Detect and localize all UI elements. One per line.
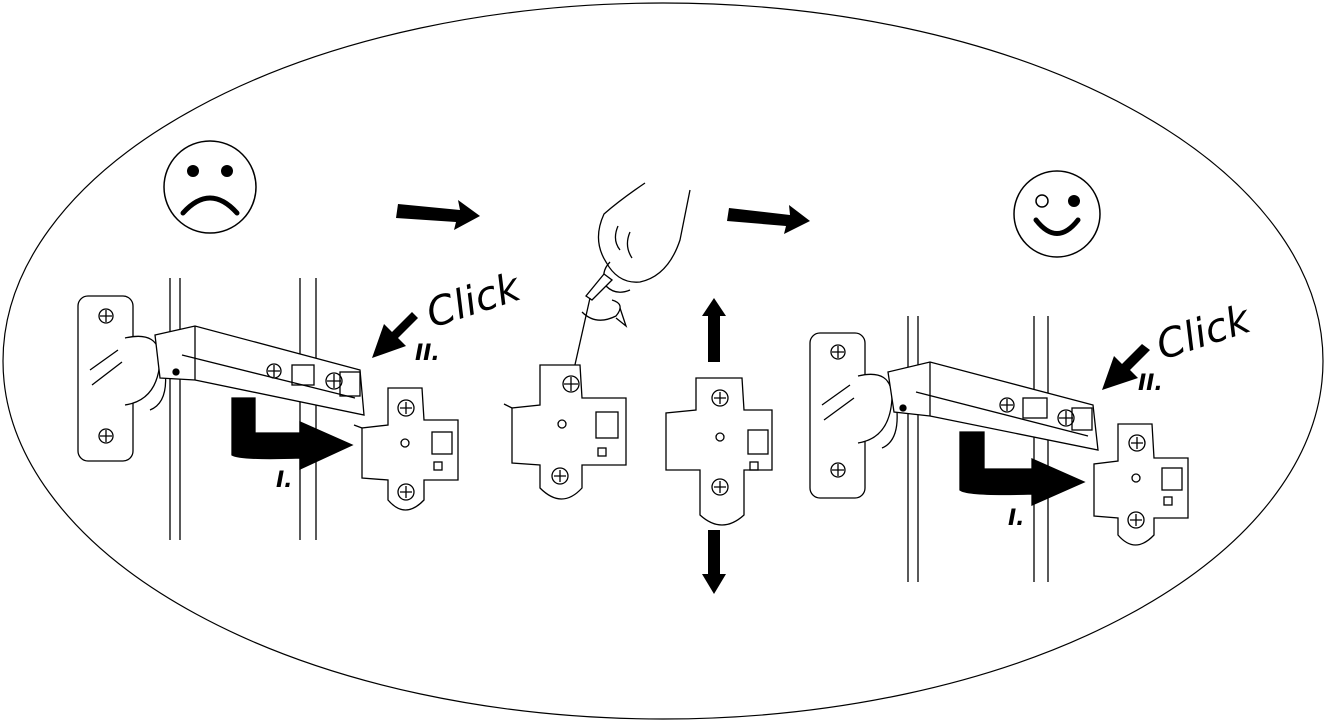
left-press-arrow-icon <box>372 312 418 358</box>
right-hinge-assembly <box>809 316 1189 582</box>
step-two-label-right: II. <box>1138 371 1163 396</box>
flow-arrow-1-icon <box>396 200 480 230</box>
middle-mounting-plate <box>503 364 627 500</box>
adjust-mounting-plate <box>665 377 773 526</box>
screwdriver-hand-icon <box>571 182 691 379</box>
up-arrow-icon <box>702 298 726 362</box>
click-label-left: Click <box>421 264 528 338</box>
step-one-label-left: I. <box>276 468 293 493</box>
step-two-label-left: II. <box>415 341 440 366</box>
left-hinge-assembly <box>77 278 459 540</box>
click-label-right: Click <box>1151 296 1258 370</box>
step-one-label-right: I. <box>1008 506 1025 531</box>
right-press-arrow-icon <box>1102 344 1150 390</box>
down-arrow-icon <box>702 530 726 594</box>
flow-arrow-2-icon <box>727 205 810 234</box>
happy-face-icon <box>1013 170 1101 258</box>
sad-face-icon <box>163 140 257 234</box>
